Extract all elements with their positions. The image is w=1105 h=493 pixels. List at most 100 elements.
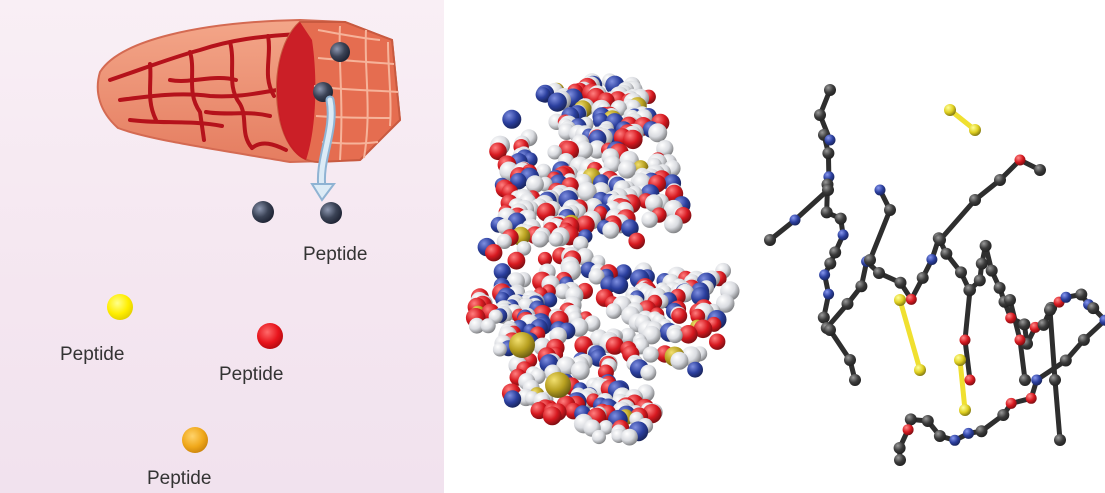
space-fill-atom [493, 263, 511, 281]
ball-stick-atom [969, 194, 981, 206]
ball-stick-atom [1004, 294, 1016, 306]
ball-stick-atom [873, 267, 885, 279]
ball-stick-atom [905, 293, 917, 305]
space-fill-atom [489, 142, 507, 161]
ball-stick-atom [949, 434, 961, 446]
space-fill-atom [640, 364, 657, 381]
space-fill-atom [623, 129, 643, 150]
space-fill-atom [621, 219, 639, 237]
ball-stick-atom [874, 184, 886, 196]
sulfur-atom [545, 372, 571, 398]
bond [867, 207, 893, 263]
ball-stick-atom [817, 311, 830, 324]
space-fill-atom [642, 325, 661, 345]
bond [962, 287, 973, 343]
space-fill-atom [485, 244, 503, 262]
bond [937, 197, 978, 243]
space-fill-atom [547, 92, 567, 112]
ball-stick-atom [1014, 334, 1026, 346]
bond [957, 357, 968, 413]
peptide-amber-dot [182, 427, 208, 453]
ball-stick-atom [824, 257, 837, 270]
space-fill-atom [621, 428, 638, 446]
space-fill-atom [542, 406, 562, 426]
space-fill-atom [468, 317, 485, 334]
space-filling-molecule [465, 73, 740, 446]
space-fill-atom [537, 251, 553, 267]
sulfur-atom [914, 364, 926, 376]
ball-stick-atom [824, 324, 836, 336]
sulfur-atom [959, 404, 971, 416]
ball-stick-atom [993, 281, 1006, 294]
peptide-label-red: Peptide [219, 364, 284, 385]
ball-stick-atom [823, 288, 835, 300]
ball-stick-atom [1018, 318, 1031, 331]
space-fill-atom [574, 141, 593, 160]
cut-surface-blood [276, 22, 316, 160]
space-fill-atom [492, 342, 507, 357]
space-fill-atom [502, 109, 522, 129]
ball-stick-atom [1075, 288, 1088, 301]
space-fill-atom [602, 221, 620, 239]
ball-stick-atom [934, 234, 946, 246]
space-fill-atom [641, 211, 658, 228]
ball-stick-atom [844, 354, 856, 366]
peptide-yellow-dot [107, 294, 133, 320]
space-fill-atom [535, 87, 551, 103]
sulfur-atom [969, 124, 981, 136]
ball-stick-atom [955, 266, 967, 279]
ball-stick-atom [819, 269, 831, 281]
space-fill-atom [687, 361, 703, 378]
space-fill-atom [648, 123, 668, 143]
bond [792, 187, 831, 223]
ball-stick-atom [1005, 397, 1017, 409]
ball-stick-atom [849, 374, 861, 386]
peptide-red-dot [257, 323, 283, 349]
ball-stick-atom [1054, 434, 1066, 446]
peptide-label-navy: Peptide [303, 244, 368, 265]
ball-stick-atom [1099, 314, 1105, 326]
muscle-illustration [96, 18, 402, 453]
ball-stick-atom [997, 409, 1010, 421]
space-fill-atom [531, 230, 549, 248]
ball-stick-atom [1059, 354, 1072, 367]
release-arrow [310, 95, 336, 202]
space-fill-atom [575, 215, 595, 235]
space-fill-atom [670, 351, 689, 370]
ball-stick-atom [837, 229, 849, 241]
ball-stick-atom [1034, 164, 1046, 176]
ball-stick-atom [1005, 312, 1017, 324]
space-fill-atom [605, 303, 622, 319]
space-fill-atom [628, 232, 645, 250]
peptide-navy-released-1 [252, 201, 274, 223]
ball-stick-atom [985, 264, 998, 277]
ball-stick-atom [963, 427, 974, 439]
space-fill-atom [507, 251, 526, 270]
sulfur-atom [509, 332, 535, 358]
peptide-label-amber: Peptide [147, 468, 212, 489]
ball-stick-atom [940, 247, 953, 260]
ball-stick-atom [979, 239, 992, 252]
muscle-bundle [96, 18, 402, 164]
space-fill-atom [667, 327, 683, 344]
sulfur-atom [954, 354, 966, 366]
ball-stick-atom [904, 413, 917, 426]
bond [1047, 307, 1058, 383]
space-fill-atom [503, 390, 522, 408]
ball-stick-atom [894, 454, 906, 466]
blood-vessel-network [108, 32, 302, 152]
space-fill-atom [547, 144, 562, 160]
ball-stick-atom [884, 204, 896, 216]
ball-stick-atom [855, 280, 868, 293]
bond [897, 297, 923, 373]
bond [1052, 377, 1063, 443]
space-fill-atom [619, 327, 636, 344]
ball-stick-atom [822, 184, 834, 196]
space-fill-atom [496, 233, 512, 249]
space-fill-atom [605, 336, 624, 355]
ball-stick-atom [894, 276, 907, 289]
ball-stick-atom [1049, 374, 1061, 386]
peptide-navy-released-2 [320, 202, 342, 224]
ball-stick-atom [975, 257, 988, 270]
space-fill-atom [587, 140, 607, 159]
